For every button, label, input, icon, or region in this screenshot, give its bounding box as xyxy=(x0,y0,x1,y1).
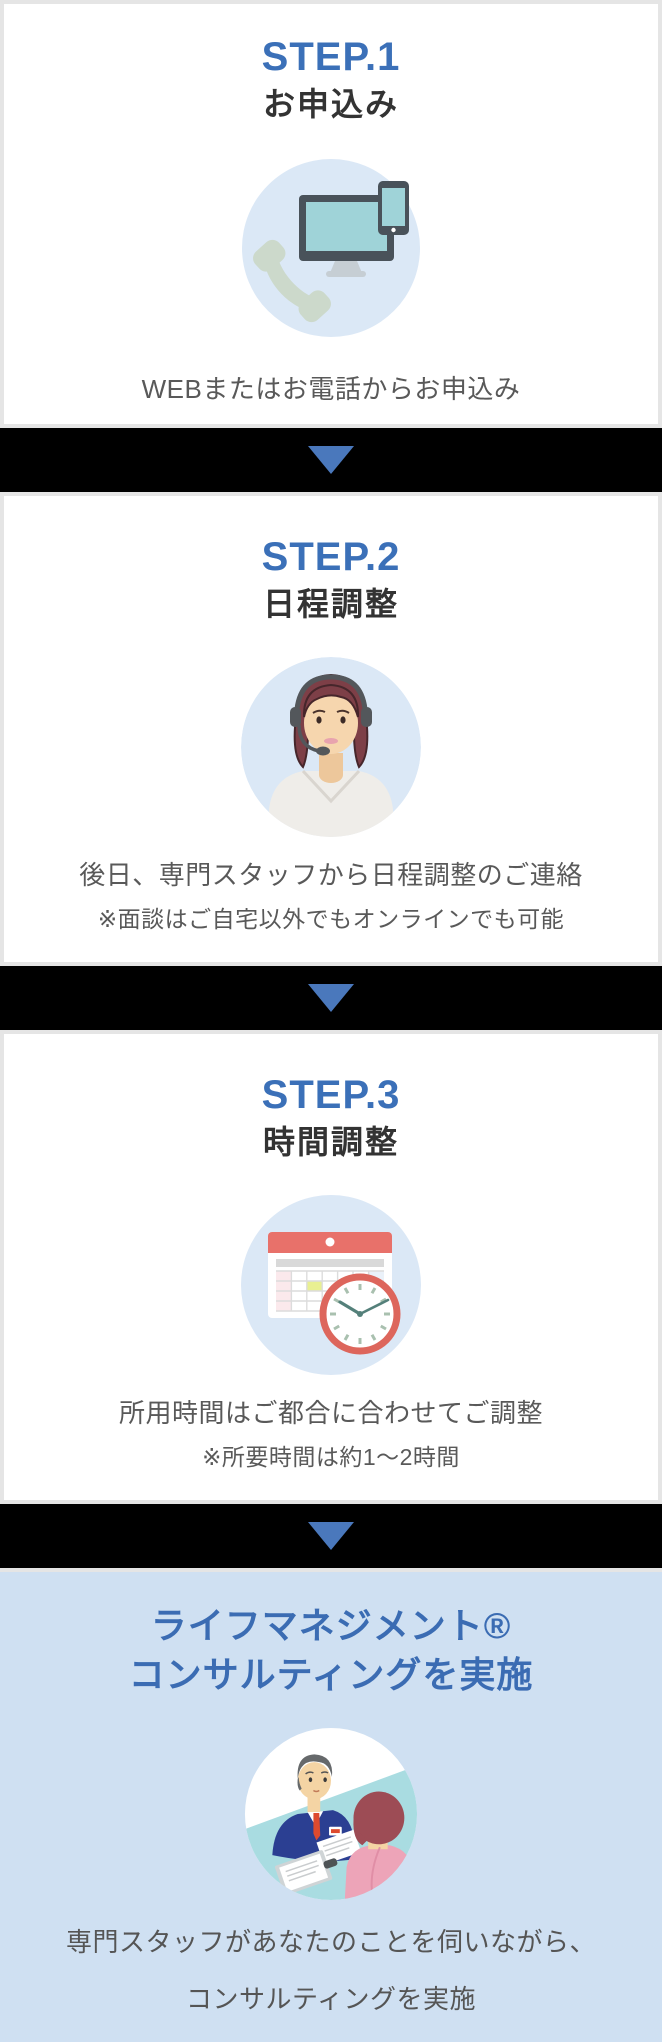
final-description: 専門スタッフがあなたのことを伺いながら、 コンサルティングを実施 xyxy=(0,1914,662,2028)
step-3-illustration xyxy=(4,1194,658,1375)
final-title-line1: ライフマネジメント® xyxy=(150,1605,512,1646)
final-consulting-section: ライフマネジメント® コンサルティングを実施 xyxy=(0,1572,662,2042)
process-flow: STEP.1 お申込み WEBまたはお電話からお申込み xyxy=(0,4,662,2042)
final-description-line1: 専門スタッフがあなたのことを伺いながら、 xyxy=(65,1926,596,1957)
step-2-label: STEP.2 xyxy=(261,535,401,579)
step-3-description: 所用時間はご都合に合わせてご調整 xyxy=(118,1397,543,1428)
step-1-label: STEP.1 xyxy=(261,35,401,79)
step-2-title: 日程調整 xyxy=(262,586,399,622)
divider-band xyxy=(0,966,662,1030)
arrow-down-icon xyxy=(308,1522,354,1550)
final-title: ライフマネジメント® コンサルティングを実施 xyxy=(0,1602,662,1700)
calendar-clock-icon xyxy=(241,1194,421,1375)
operator-icon xyxy=(241,656,421,837)
divider-band xyxy=(0,1504,662,1568)
arrow-down-icon xyxy=(308,984,354,1012)
step-3-note: ※所要時間は約1〜2時間 xyxy=(202,1443,460,1470)
final-illustration xyxy=(0,1726,662,1902)
arrow-down-icon xyxy=(308,446,354,474)
divider-band xyxy=(0,428,662,492)
consultation-icon xyxy=(244,1727,418,1900)
step-1-card: STEP.1 お申込み WEBまたはお電話からお申込み xyxy=(4,4,658,424)
devices-phone-icon xyxy=(242,158,420,337)
step-2-note: ※面談はご自宅以外でもオンラインでも可能 xyxy=(97,905,565,932)
step-2-illustration xyxy=(4,656,658,837)
step-1-title: お申込み xyxy=(262,86,399,122)
step-3-card: STEP.3 時間調整 xyxy=(4,1034,658,1500)
final-title-line2: コンサルティングを実施 xyxy=(128,1653,534,1695)
step-1-illustration xyxy=(4,158,658,337)
step-3-label: STEP.3 xyxy=(261,1073,401,1117)
step-2-description: 後日、専門スタッフから日程調整のご連絡 xyxy=(79,859,583,890)
step-2-card: STEP.2 日程調整 xyxy=(4,496,658,962)
step-3-title: 時間調整 xyxy=(262,1124,399,1160)
final-description-line2: コンサルティングを実施 xyxy=(186,1984,476,2015)
step-1-description: WEBまたはお電話からお申込み xyxy=(141,373,521,404)
